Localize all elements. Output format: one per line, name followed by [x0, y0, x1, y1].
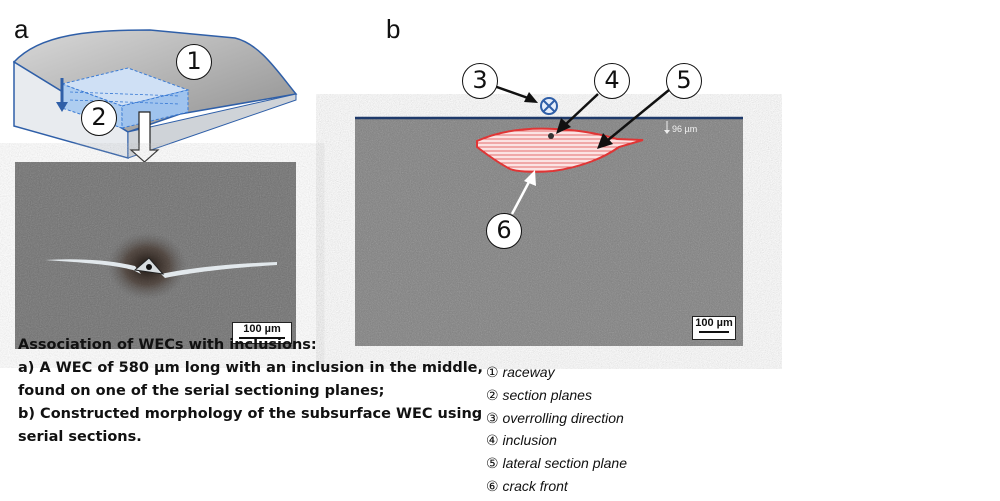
- legend-item: ④ inclusion: [486, 430, 627, 453]
- overrolling-direction-icon: [540, 97, 558, 115]
- scalebar-b-label: 100 µm: [695, 317, 733, 329]
- label-2-circle: 2: [81, 100, 117, 136]
- caption-line: b) Constructed morphology of the subsurf…: [18, 406, 483, 422]
- scalebar-a: 100 µm: [232, 322, 292, 344]
- panel-b-letter: b: [386, 14, 401, 44]
- wec-micrograph-a: [15, 162, 296, 349]
- legend-text: lateral section plane: [502, 455, 627, 472]
- legend-number: ⑤: [486, 456, 499, 473]
- legend-number: ④: [486, 433, 499, 450]
- caption-line: Association of WECs with inclusions:: [18, 337, 317, 353]
- panel-a-letter: a: [14, 14, 29, 44]
- legend-item: ⑤ lateral section plane: [486, 453, 627, 476]
- legend-text: inclusion: [502, 432, 557, 449]
- label-1-circle: 1: [176, 44, 212, 80]
- legend-item: ② section planes: [486, 385, 627, 408]
- wec-micrograph-b: [355, 116, 743, 346]
- legend-number: ⑥: [486, 478, 499, 495]
- label-5-circle: 5: [666, 63, 702, 99]
- figure-caption: Association of WECs with inclusions: a) …: [18, 334, 484, 449]
- legend-item: ③ overrolling direction: [486, 408, 627, 431]
- legend-text: raceway: [502, 364, 555, 380]
- legend-number: ③: [486, 410, 499, 427]
- legend-number: ①: [486, 365, 499, 381]
- scalebar-b: 100 µm: [692, 316, 736, 340]
- label-3-circle: 3: [462, 63, 498, 99]
- caption-line: serial sections.: [18, 429, 142, 445]
- label-4-circle: 4: [594, 63, 630, 99]
- figure-legend: ① raceway ② section planes ③ overrolling…: [486, 362, 627, 499]
- legend-item: ⑥ crack front: [486, 476, 627, 499]
- label-6-circle: 6: [486, 213, 522, 249]
- legend-item: ① raceway: [486, 362, 627, 385]
- depth-label: 96 µm: [672, 124, 698, 134]
- caption-line: found on one of the serial sectioning pl…: [18, 383, 385, 399]
- legend-text: crack front: [502, 477, 568, 494]
- scalebar-a-label: 100 µm: [243, 323, 281, 335]
- legend-text: overrolling direction: [502, 409, 624, 426]
- legend-text: section planes: [502, 386, 592, 403]
- legend-number: ②: [486, 387, 499, 404]
- caption-line: a) A WEC of 580 µm long with an inclusio…: [18, 360, 484, 376]
